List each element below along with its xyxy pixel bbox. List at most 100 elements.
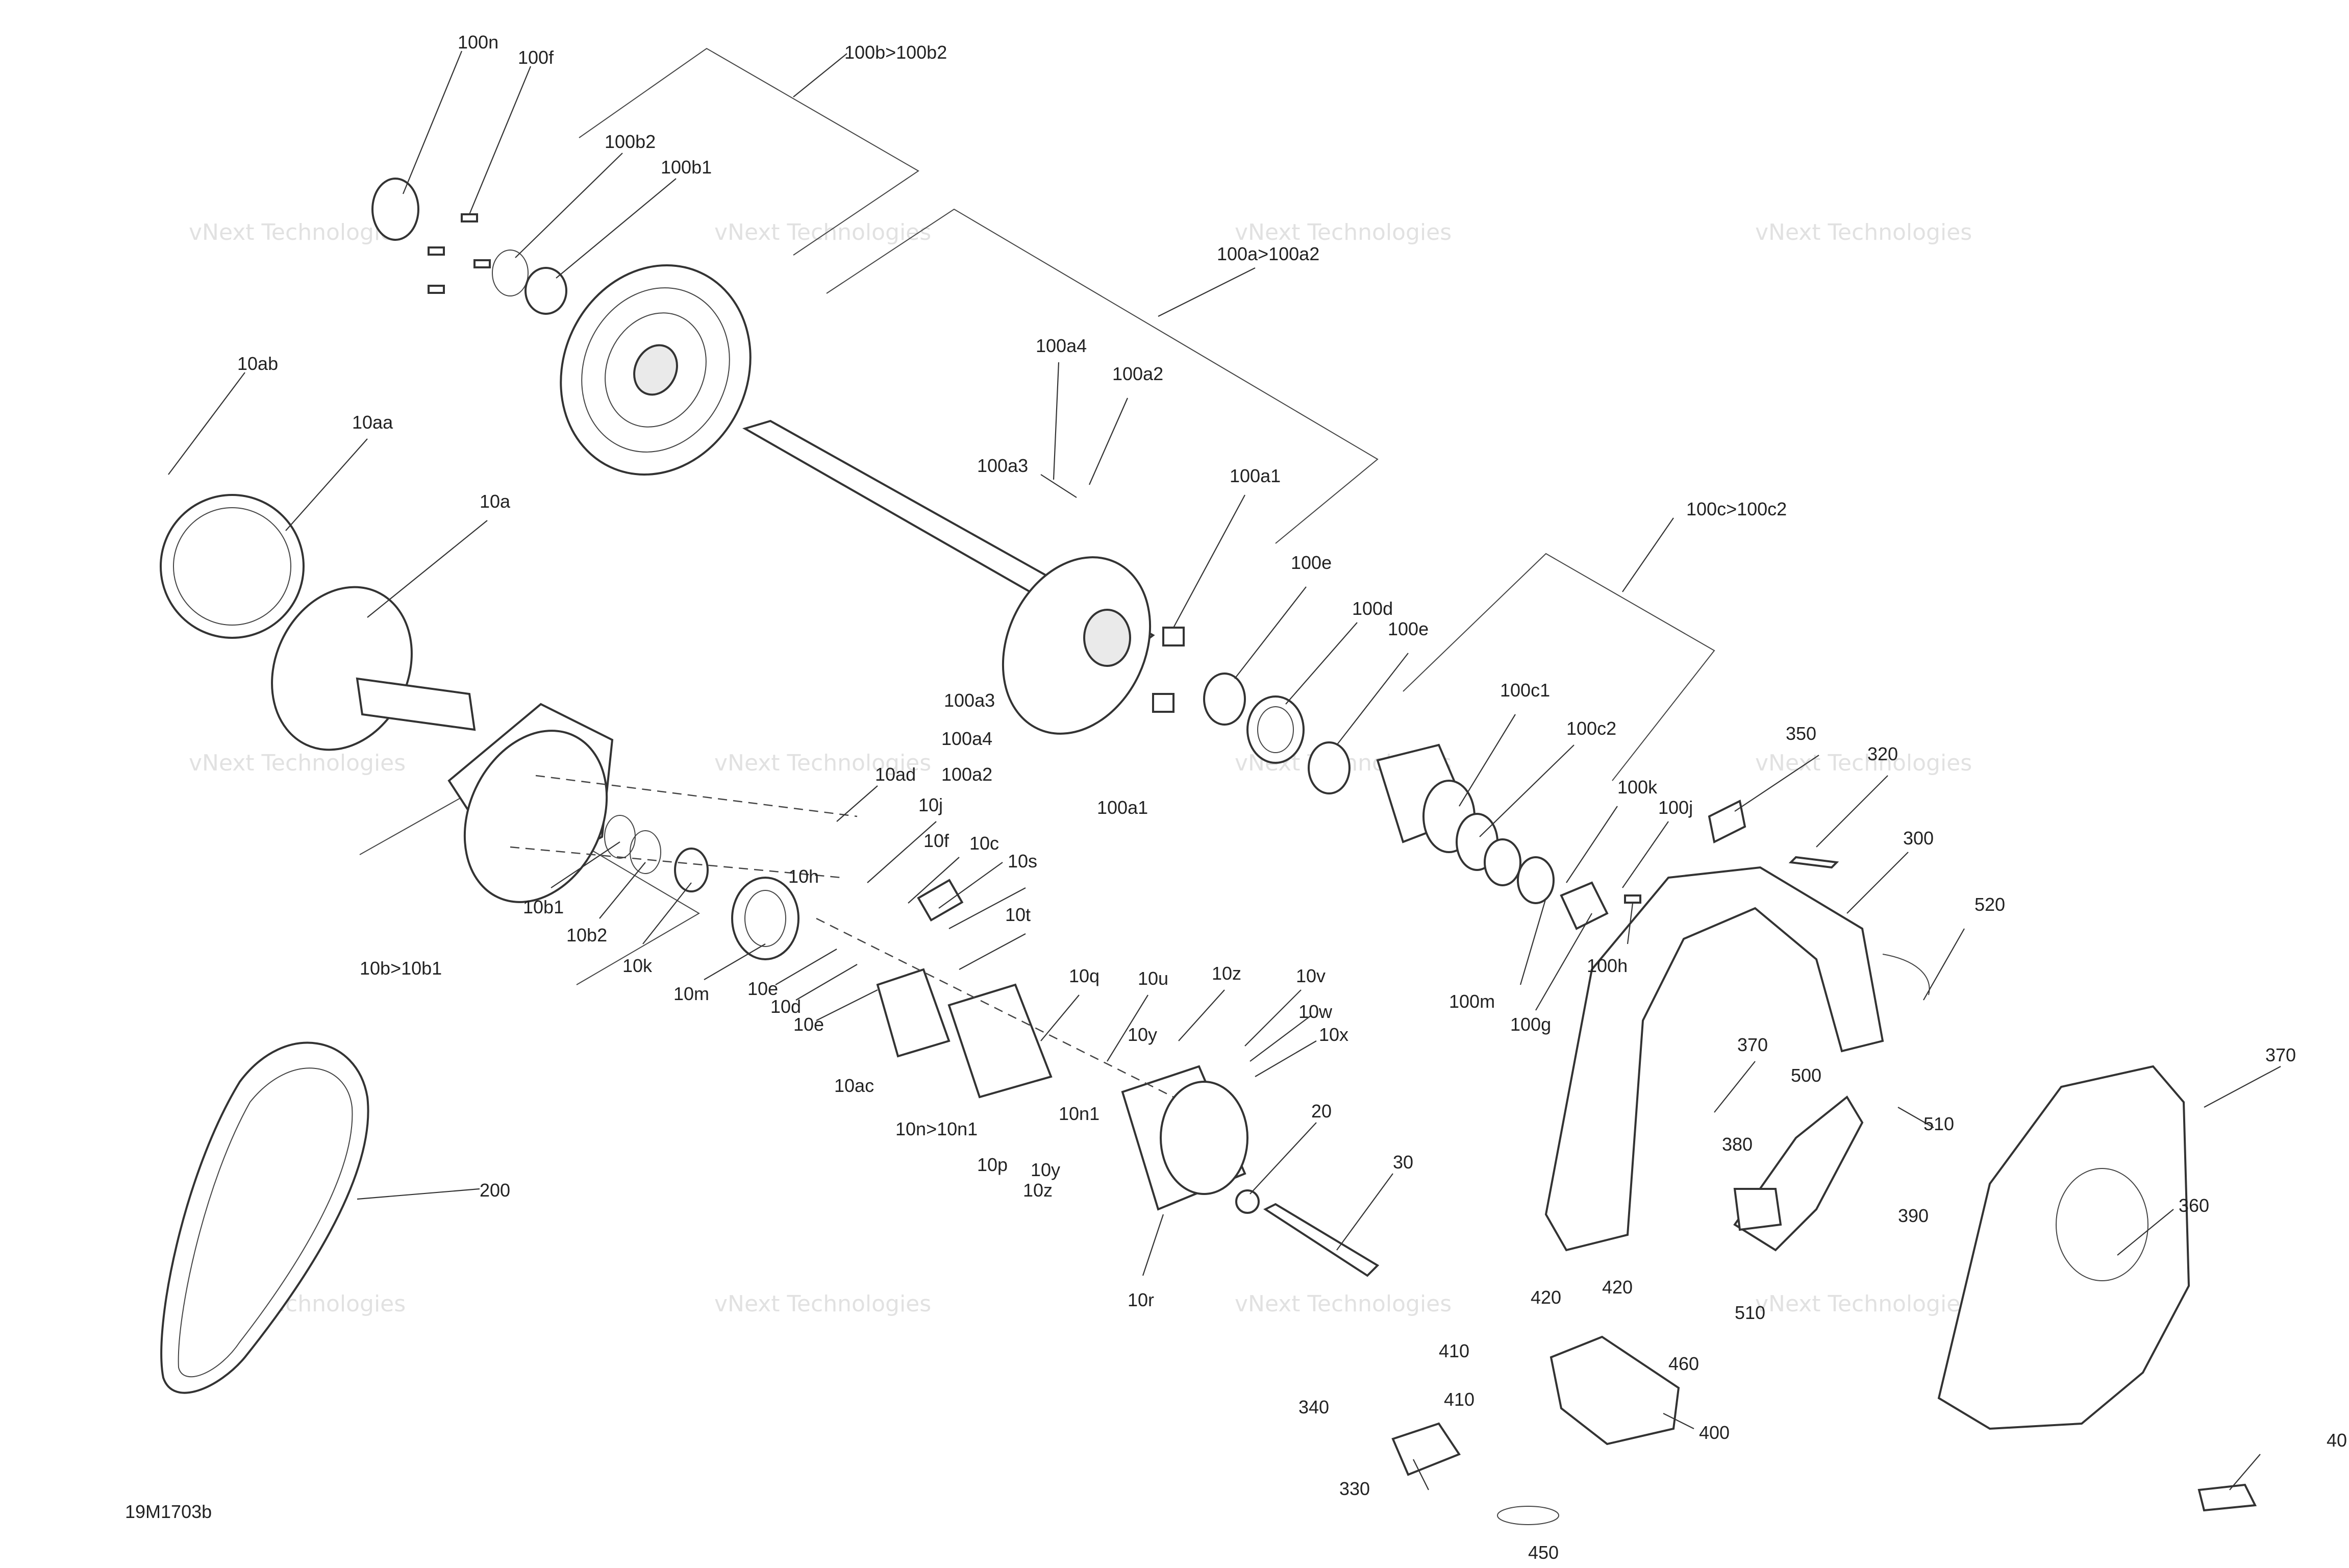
assembly-line (510, 846, 842, 879)
label-380: 380 (1722, 1134, 1753, 1155)
movable-half-face (463, 730, 608, 903)
ring-100e-2 (1308, 741, 1351, 794)
leader (1622, 821, 1669, 888)
label-100a3: 100a3 (977, 455, 1028, 476)
label-10e: 10e (747, 978, 778, 999)
leader (1142, 1214, 1164, 1276)
circlip-100b2 (492, 250, 529, 296)
label-100c2: 100c2 (1566, 718, 1616, 739)
leader (1519, 898, 1547, 985)
label-10q: 10q (1069, 965, 1099, 986)
watermark: vNext Technologies (189, 750, 406, 776)
belt-outer (160, 1041, 369, 1394)
label-10a: 10a (480, 491, 511, 512)
leader-lines (168, 51, 2281, 1490)
assembly-line (535, 775, 858, 817)
leader (1255, 1040, 1317, 1077)
ring-100e (1203, 673, 1246, 726)
label-100a-group: 100a>100a2 (1217, 243, 1319, 264)
label-20: 20 (1311, 1101, 1332, 1122)
label-100a1: 100a1 (1230, 465, 1281, 486)
label-100k: 100k (1617, 777, 1658, 798)
label-410: 410 (1439, 1340, 1469, 1361)
leader (357, 1188, 480, 1200)
label-10b1: 10b1 (523, 897, 564, 917)
label-10z: 10z (1212, 963, 1241, 984)
leader (1627, 903, 1634, 944)
leader (1336, 1173, 1393, 1251)
slider-100a1 (1162, 627, 1185, 646)
label-10m: 10m (673, 983, 709, 1004)
leader (1088, 397, 1129, 485)
support-380 (1733, 1188, 1782, 1231)
label-100b-group: 100b>100b2 (844, 42, 947, 63)
bushing-100b1 (524, 267, 567, 315)
leader (1040, 994, 1080, 1041)
label-10ab: 10ab (237, 353, 278, 374)
label-100b2: 100b2 (605, 131, 656, 152)
leader (2204, 1066, 2281, 1108)
sheave-hub (1083, 609, 1131, 667)
leader (556, 178, 677, 279)
label-100a2-b: 100a2 (941, 764, 992, 785)
leader (938, 862, 1003, 909)
leader (948, 887, 1026, 929)
group-brackets (359, 47, 1715, 985)
label-100f: 100f (518, 47, 554, 68)
watermarks: vNext Technologies vNext Technologies vN… (189, 219, 1972, 1317)
label-10r: 10r (1128, 1289, 1154, 1310)
guard-bracket-300 (1544, 866, 1884, 1252)
sleeve-10ac (876, 968, 951, 1058)
leader (1285, 622, 1358, 705)
spring-coil (744, 890, 786, 947)
leader (1846, 852, 1909, 914)
label-100c1: 100c1 (1500, 680, 1550, 701)
ring-gear-inner (173, 507, 291, 626)
label-420-2: 420 (1602, 1277, 1633, 1298)
screw-100f (428, 285, 445, 294)
label-370-2: 370 (2265, 1044, 2296, 1065)
leader (1897, 1107, 1934, 1128)
label-10n1: 10n1 (1059, 1103, 1099, 1124)
leader (1250, 1015, 1312, 1062)
lever-10c (917, 879, 964, 922)
label-100e: 100e (1291, 552, 1332, 573)
label-350: 350 (1786, 723, 1816, 744)
decal-40 (2197, 1483, 2257, 1512)
belt-guard-assembly (1391, 800, 2257, 1525)
sheave-hub (633, 344, 678, 396)
ring-gear-10aa (160, 494, 305, 639)
label-520: 520 (1975, 894, 2005, 915)
label-510: 510 (1923, 1113, 1954, 1134)
leader (402, 51, 463, 194)
leader (1178, 989, 1225, 1041)
label-10h: 10h (788, 866, 819, 887)
deflector-400 (1550, 1335, 1680, 1446)
label-10ad: 10ad (875, 764, 916, 785)
label-450: 450 (1528, 1542, 1559, 1563)
label-100d: 100d (1352, 598, 1393, 619)
circlip-10b2 (630, 830, 661, 874)
label-100m: 100m (1449, 991, 1495, 1012)
assembly-line (816, 917, 1174, 1098)
leader (468, 66, 532, 215)
clip-350 (1708, 800, 1746, 843)
watermark: vNext Technologies (1755, 219, 1972, 245)
label-100h: 100h (1587, 955, 1628, 976)
label-100e-2: 100e (1388, 618, 1429, 639)
label-100n: 100n (458, 32, 498, 53)
label-10b2: 10b2 (566, 925, 607, 945)
retainer-100k (1560, 881, 1609, 930)
label-10z-2: 10z (1023, 1180, 1053, 1201)
washer-10k (674, 848, 709, 892)
label-10t: 10t (1005, 904, 1031, 925)
driven-pulley-assembly (371, 178, 1641, 930)
decal-320 (1788, 856, 1839, 869)
sheave-ring (605, 312, 707, 428)
bracket-100c (1403, 553, 1715, 781)
leader (775, 949, 837, 985)
leader (2117, 1209, 2174, 1256)
label-340: 340 (1298, 1397, 1329, 1417)
leader (1535, 913, 1592, 1011)
sheave-ring (581, 287, 730, 453)
